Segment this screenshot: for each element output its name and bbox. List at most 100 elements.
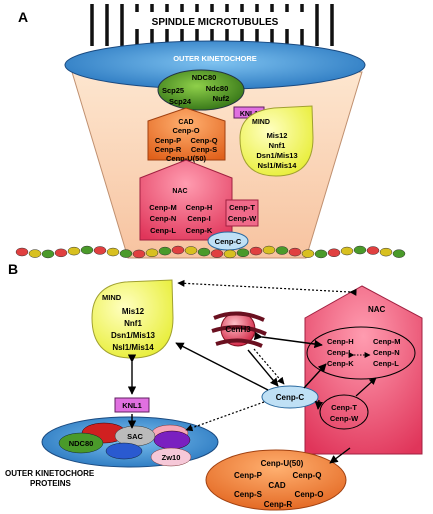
cenp-s-a: Cenp-S bbox=[191, 145, 217, 154]
nucleosome-bead bbox=[145, 248, 159, 258]
nsl1-a: Nsl1/Mis14 bbox=[258, 161, 298, 170]
cenh3-label: CenH3 bbox=[225, 325, 251, 334]
tw-to-nac-arrow bbox=[355, 377, 377, 397]
nucleosome-bead bbox=[262, 245, 276, 255]
nucleosome-bead bbox=[67, 246, 81, 256]
knl1-label-b: KNL1 bbox=[122, 401, 142, 410]
knl1-label-a: KNL1 bbox=[240, 111, 258, 118]
spindle-label-box bbox=[125, 12, 305, 29]
sac-label-b: SAC bbox=[127, 432, 143, 441]
cenh3-nac-arrow bbox=[253, 331, 323, 349]
cenp-q-a: Cenp-Q bbox=[190, 136, 217, 145]
nucleosome-bead bbox=[28, 249, 42, 258]
cenp-o-a: Cenp-O bbox=[172, 126, 199, 135]
cenp-tw-circle bbox=[319, 394, 369, 430]
mind-nac-dotted bbox=[177, 279, 357, 296]
cenpc-nac-arrow bbox=[303, 363, 327, 389]
nucleosome-bead bbox=[327, 248, 341, 258]
scp25-label: Scp25 bbox=[162, 86, 184, 95]
nucleosome-bead bbox=[249, 246, 263, 256]
cenpc-mind-arrow bbox=[175, 342, 269, 391]
cenh3-cenpc-arrow bbox=[247, 349, 279, 387]
mis12-a: Mis12 bbox=[267, 131, 288, 140]
outer-caption-2: PROTEINS bbox=[30, 479, 72, 488]
nucleosome-bead bbox=[353, 245, 367, 255]
cenp-l-a: Cenp-L bbox=[150, 226, 176, 235]
cad-title-a: CAD bbox=[178, 119, 193, 126]
dsn1-a: Dsn1/Mis13 bbox=[256, 151, 297, 160]
nucleosome-bead bbox=[106, 247, 120, 257]
nucleosome-bead bbox=[314, 249, 328, 259]
cenp-c-label-a: Cenp-C bbox=[215, 237, 242, 246]
chromatin-fiber bbox=[15, 245, 406, 259]
cenpc-outer-dotted bbox=[185, 401, 265, 432]
ndc80-b bbox=[58, 432, 104, 454]
dna-wrap-1 bbox=[213, 311, 265, 322]
cad-ellipse-b bbox=[205, 449, 347, 511]
cenp-u50-a: Cenp-U(50) bbox=[166, 154, 207, 163]
cenp-w-b: Cenp-W bbox=[330, 414, 359, 423]
nucleosome-bead bbox=[236, 248, 250, 258]
cenp-c-b bbox=[261, 385, 319, 409]
nucleosome-bead bbox=[41, 249, 55, 259]
purple-protein bbox=[153, 430, 191, 450]
blue-protein bbox=[105, 442, 143, 460]
nnf1-a: Nnf1 bbox=[269, 141, 286, 150]
nucleosome-bead bbox=[80, 245, 94, 255]
nucleosome-bead bbox=[301, 249, 315, 258]
nucleosome-bead bbox=[119, 249, 133, 258]
cenp-m-a: Cenp-M bbox=[149, 203, 177, 212]
cenp-k-b: Cenp-K bbox=[327, 359, 354, 368]
zw10-label-b: Zw10 bbox=[162, 453, 181, 462]
nucleosome-bead bbox=[223, 249, 237, 259]
ndc80-title: NDC80 bbox=[192, 73, 217, 82]
cenp-r-a: Cenp-R bbox=[155, 145, 182, 154]
cad-shape-a bbox=[147, 107, 226, 161]
nuf2-label: Nuf2 bbox=[213, 94, 230, 103]
knl1-box-b bbox=[114, 397, 150, 413]
zw10-b bbox=[150, 447, 192, 467]
cenp-t-b: Cenp-T bbox=[331, 403, 357, 412]
nsl1-b: Nsl1/Mis14 bbox=[112, 343, 154, 352]
nucleosome-bead bbox=[366, 246, 380, 255]
nucleosome-bead bbox=[288, 247, 302, 257]
ndc80-label: Ndc80 bbox=[206, 84, 229, 93]
nucleosome-bead bbox=[340, 246, 354, 256]
cenp-m-b: Cenp-M bbox=[373, 337, 401, 346]
mind-title-b: MIND bbox=[102, 293, 122, 302]
mis12-b: Mis12 bbox=[122, 307, 145, 316]
nucleosome-bead bbox=[132, 249, 146, 259]
cenp-p-b: Cenp-P bbox=[234, 471, 263, 480]
cenp-i-a: Cenp-I bbox=[187, 214, 210, 223]
cenp-q-b: Cenp-Q bbox=[293, 471, 322, 480]
cenp-n-b: Cenp-N bbox=[373, 348, 400, 357]
cenp-h-b: Cenp-H bbox=[327, 337, 354, 346]
nac-inner-ellipse bbox=[306, 326, 416, 380]
cenp-t-a: Cenp-T bbox=[229, 203, 255, 212]
cenp-h-a: Cenp-H bbox=[186, 203, 213, 212]
cenp-k-a: Cenp-K bbox=[186, 226, 213, 235]
nucleosome-bead bbox=[392, 249, 406, 258]
nucleosome-bead bbox=[197, 247, 211, 257]
nucleosome-bead bbox=[171, 245, 185, 255]
panel-a-label: A bbox=[18, 9, 28, 25]
nac-title-a: NAC bbox=[172, 188, 187, 195]
nucleosome-bead bbox=[275, 246, 289, 255]
cenp-o-b: Cenp-O bbox=[295, 490, 324, 499]
cenp-i-b: Cenp-I bbox=[327, 348, 350, 357]
nac-house-b bbox=[304, 285, 423, 455]
nnf1-b: Nnf1 bbox=[124, 319, 142, 328]
nac-cad-arrow bbox=[329, 447, 351, 464]
cad-label-b: CAD bbox=[268, 481, 286, 490]
ndc80-label-b: NDC80 bbox=[69, 439, 94, 448]
panel-b-label: B bbox=[8, 261, 18, 277]
cenp-s-b: Cenp-S bbox=[234, 490, 263, 499]
ndc80-complex bbox=[157, 69, 245, 111]
cenp-l-b: Cenp-L bbox=[373, 359, 399, 368]
dsn1-b: Dsn1/Mis13 bbox=[111, 331, 156, 340]
cenp-c-label-b: Cenp-C bbox=[276, 393, 305, 402]
nucleosome-bead bbox=[158, 246, 172, 256]
cenpc-tw-arrow bbox=[314, 399, 324, 410]
mind-title-a: MIND bbox=[252, 119, 270, 126]
nucleosome-bead bbox=[54, 248, 68, 258]
